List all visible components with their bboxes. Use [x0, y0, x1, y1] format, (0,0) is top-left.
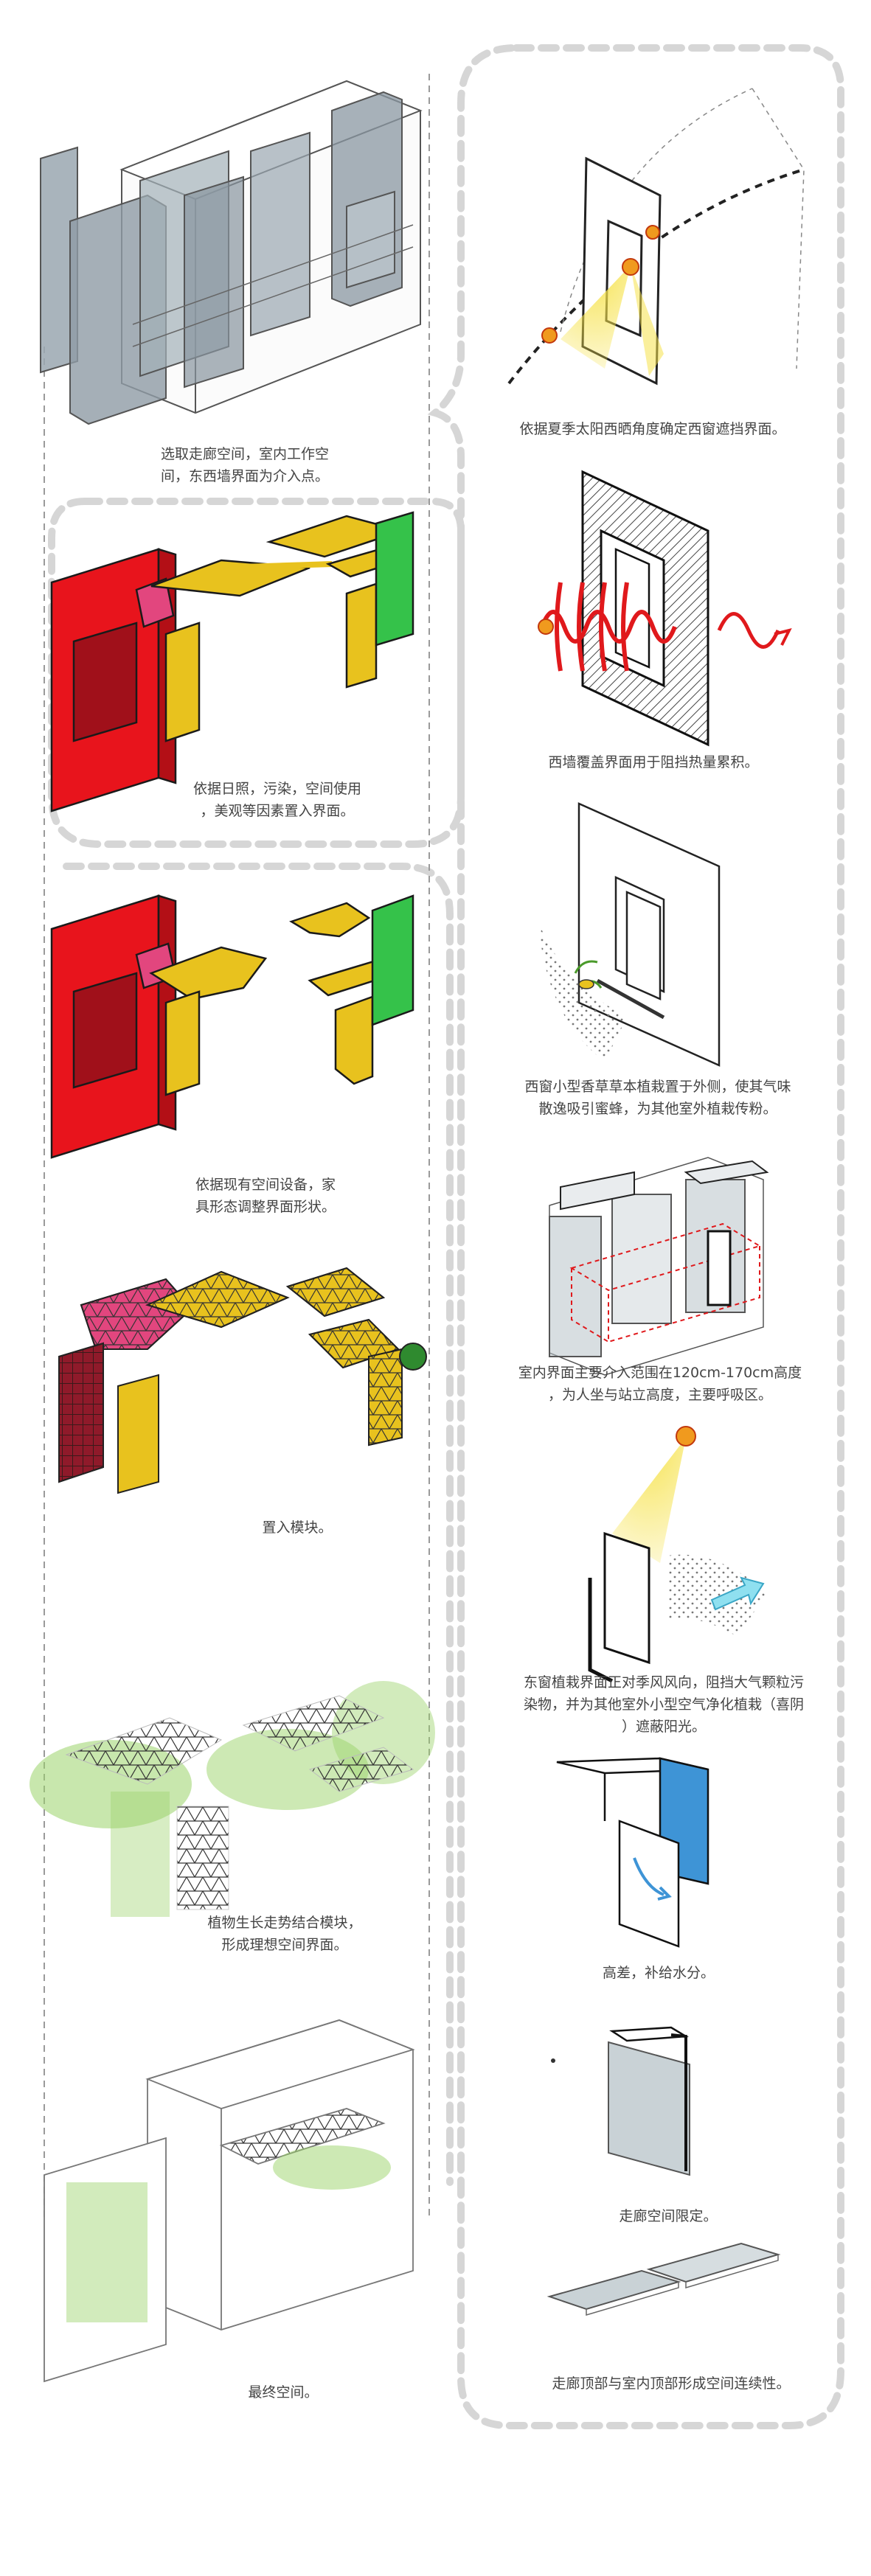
sun-icon — [646, 226, 659, 239]
east-window-illustration — [590, 1427, 767, 1681]
right-step-4-caption: 室内界面主要介入范围在120cm-170cm高度，为人坐与站立高度，主要呼吸区。 — [518, 1365, 802, 1403]
sun-angle-illustration — [509, 88, 804, 383]
adjusted-panels-illustration — [52, 896, 413, 1158]
colored-panels-illustration — [52, 512, 413, 811]
left-step-1-caption: 选取走廊空间，室内工作空间，东西墙界面为介入点。 — [161, 446, 329, 484]
left-step-4-caption: 置入模块。 — [262, 1520, 332, 1536]
right-step-8-caption: 走廊顶部与室内顶部形成空间连续性。 — [552, 2375, 790, 2392]
right-step-1-caption: 依据夏季太阳西晒角度确定西窗遮挡界面。 — [519, 421, 785, 437]
left-step-6-caption: 最终空间。 — [248, 2384, 318, 2401]
herb-planter-illustration — [538, 804, 719, 1065]
sun-icon — [676, 1427, 695, 1446]
left-step-5-caption: 植物生长走势结合模块，形成理想空间界面。 — [207, 1915, 361, 1953]
sun-icon — [542, 328, 557, 343]
final-space-illustration — [44, 2020, 413, 2381]
plant-growth-illustration — [30, 1681, 435, 1917]
glass-massing-illustration — [41, 81, 420, 424]
corridor-space-illustration — [551, 2027, 690, 2175]
right-step-2-caption: 西墙覆盖界面用于阻挡热量累积。 — [548, 754, 758, 770]
sun-icon — [622, 259, 639, 275]
ceiling-continuity-illustration — [549, 2243, 778, 2315]
right-step-3-caption: 西窗小型香草草本植栽置于外侧，使其气味散逸吸引蜜蜂，为其他室外植栽传粉。 — [524, 1079, 791, 1117]
modules-illustration — [59, 1268, 426, 1493]
sun-icon — [538, 619, 553, 634]
right-step-5-caption: 东窗植栽界面正对季风风向，阻挡大气颗粒污染物，并为其他室外小型空气净化植栽（喜阴… — [524, 1674, 804, 1735]
right-step-6-caption: 高差，补给水分。 — [603, 1965, 715, 1981]
left-step-2-caption: 依据日照，污染，空间使用，美观等因素置入界面。 — [193, 781, 361, 819]
water-supply-illustration — [557, 1758, 708, 1946]
right-step-7-caption: 走廊空间限定。 — [619, 2208, 717, 2224]
left-step-3-caption: 依据现有空间设备，家具形态调整界面形状。 — [195, 1177, 336, 1215]
heat-block-illustration — [538, 472, 789, 745]
interior-height-illustration — [549, 1158, 767, 1375]
bee-icon — [579, 980, 594, 989]
